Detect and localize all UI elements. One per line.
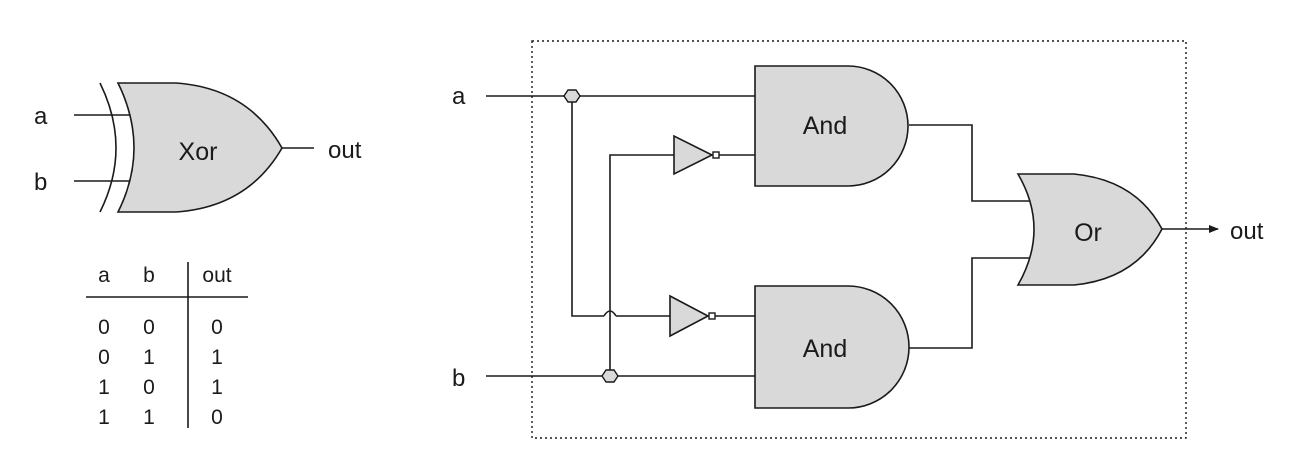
xor-symbol: a b Xor out	[34, 82, 362, 213]
not-gate-top-bubble	[712, 151, 720, 159]
truth-table-cell: 1	[98, 406, 110, 429]
truth-table-cell: 1	[143, 346, 155, 369]
wire-and-top-to-or	[909, 124, 1034, 202]
truth-table: a b out 0 0 0 0 1 1 1 0 1 1 1 0	[86, 262, 248, 429]
truth-table-cell: 1	[143, 406, 155, 429]
truth-table-header-b: b	[143, 264, 155, 287]
truth-table-cell: 0	[98, 346, 110, 369]
circuit-input-a-label: a	[452, 83, 466, 110]
truth-table-header-a: a	[98, 264, 110, 287]
and-gate-top	[754, 65, 909, 187]
xor-output-label: out	[328, 137, 362, 164]
xor-input-a-label: a	[34, 103, 48, 130]
not-gate-top	[673, 134, 714, 176]
not-gate-bottom-bubble	[708, 312, 716, 320]
junction-b	[601, 369, 619, 383]
truth-table-cell: 1	[211, 376, 223, 399]
and-gate-bottom-label: And	[803, 335, 847, 363]
truth-table-cell: 0	[143, 316, 155, 339]
circuit-output-label: out	[1230, 218, 1264, 245]
and-gate-bottom	[754, 285, 910, 409]
or-gate	[1016, 173, 1163, 286]
truth-table-cell: 0	[143, 376, 155, 399]
wire-and-bottom-to-or	[909, 257, 1034, 349]
xor-gate-extra-arc	[99, 82, 117, 213]
truth-table-cell: 0	[211, 406, 223, 429]
truth-table-header-out: out	[202, 264, 231, 287]
xor-gate-label: Xor	[179, 138, 218, 166]
truth-table-cell: 1	[211, 346, 223, 369]
xor-input-b-label: b	[34, 169, 47, 196]
xor-gate-body	[116, 82, 283, 213]
truth-table-cell: 1	[98, 376, 110, 399]
truth-table-cell: 0	[98, 316, 110, 339]
or-gate-label: Or	[1074, 219, 1102, 247]
junction-a	[563, 89, 581, 103]
and-gate-top-label: And	[803, 112, 847, 140]
wire-a-branch	[571, 96, 604, 317]
not-gate-bottom	[669, 294, 710, 338]
truth-table-cell: 0	[211, 316, 223, 339]
xor-circuit: a b And And Or	[452, 40, 1264, 439]
wire-b-branch	[609, 154, 674, 376]
circuit-input-b-label: b	[452, 365, 465, 392]
circuit-boundary	[531, 40, 1187, 439]
